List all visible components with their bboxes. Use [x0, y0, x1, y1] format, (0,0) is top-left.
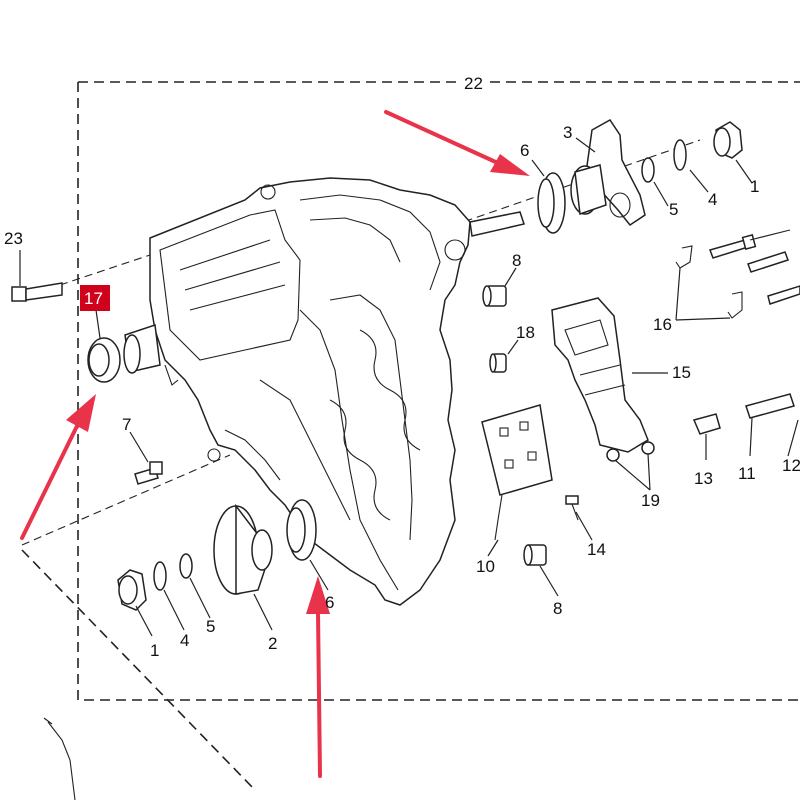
bushing-top	[482, 285, 507, 307]
seal-top	[537, 172, 566, 234]
axis-line-right	[439, 139, 701, 231]
label-18: 18	[516, 323, 535, 342]
label-15: 15	[672, 363, 691, 382]
seal-bottom	[286, 499, 317, 561]
nut-top	[713, 121, 743, 159]
seal-17	[87, 337, 121, 383]
washer-bottom	[179, 553, 193, 579]
label-4-right: 4	[708, 190, 717, 209]
assembly-boundary	[77, 81, 800, 701]
label-1-left: 1	[150, 641, 159, 660]
label-16: 16	[653, 315, 672, 334]
dipstick	[43, 717, 76, 800]
label-4-left: 4	[180, 631, 189, 650]
axis-line-upper	[59, 254, 151, 286]
label-6-top: 6	[520, 141, 529, 160]
label-6-bottom: 6	[325, 593, 334, 612]
stud-7	[134, 461, 163, 485]
bushing-18	[489, 353, 507, 373]
nut-bottom	[117, 569, 147, 611]
assembly-label: 22	[464, 74, 483, 93]
wire-clips	[675, 245, 743, 319]
label-10: 10	[476, 557, 495, 576]
label-11: 11	[738, 464, 756, 483]
axis-line-lower	[21, 454, 231, 546]
arrows	[20, 110, 530, 778]
label-13: 13	[694, 469, 713, 488]
highlight-box-17	[80, 285, 110, 311]
label-8-bottom: 8	[553, 599, 562, 618]
label-5-right: 5	[669, 200, 678, 219]
transfer-case-body	[123, 177, 525, 606]
bolt-23	[11, 282, 63, 302]
label-8-top: 8	[512, 251, 521, 270]
yoke-flange	[570, 119, 646, 227]
label-23: 23	[4, 229, 23, 248]
label-1-right: 1	[750, 177, 759, 196]
label-12: 12	[782, 456, 800, 475]
label-7: 7	[122, 415, 131, 434]
screw-14	[565, 495, 579, 521]
yoke-2	[213, 503, 273, 595]
connector-11	[745, 393, 795, 419]
lock-washer-top	[673, 139, 687, 171]
lock-washer-bottom	[153, 561, 167, 591]
outer-dash-line	[21, 549, 256, 791]
label-5-left: 5	[206, 617, 215, 636]
label-3: 3	[563, 123, 572, 142]
label-19: 19	[641, 491, 660, 510]
bolts-upper-right	[709, 229, 800, 305]
shift-motor	[551, 297, 655, 462]
connector-13	[692, 413, 721, 435]
label-17: 17	[84, 289, 103, 308]
washer-top	[641, 157, 655, 183]
leader-lines	[19, 137, 799, 637]
label-14: 14	[587, 540, 606, 559]
bushing-bottom	[523, 544, 547, 566]
label-2: 2	[268, 634, 277, 653]
bracket	[481, 404, 553, 541]
